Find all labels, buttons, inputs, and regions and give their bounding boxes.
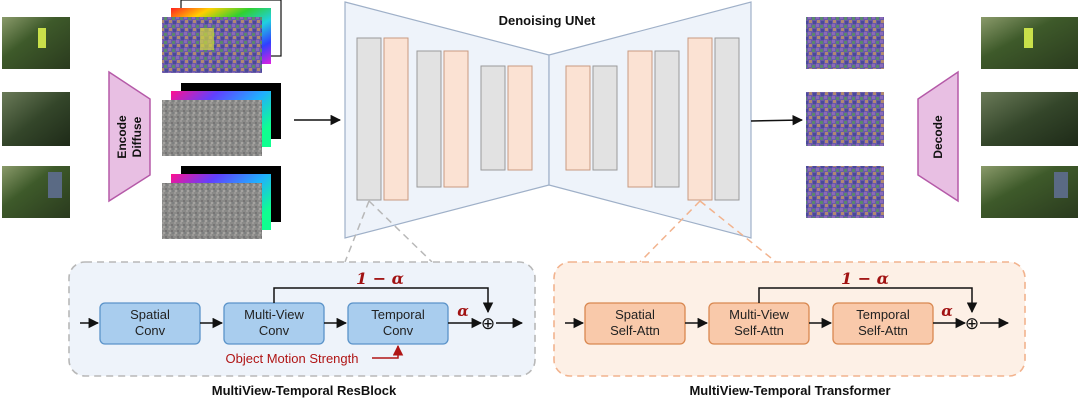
latent-stack-3 <box>162 166 281 239</box>
transformer-title: MultiView-Temporal Transformer <box>689 383 890 398</box>
input-frames <box>2 17 70 218</box>
motion-arrow <box>372 344 404 359</box>
transformer-layer <box>443 50 469 188</box>
output-frames <box>981 17 1078 218</box>
transformer-layer <box>383 37 409 201</box>
denoised-latent <box>806 17 884 69</box>
transformer-layer <box>565 65 591 171</box>
encode-label: Encode <box>115 115 129 159</box>
alpha-label: α <box>941 302 953 320</box>
latent-stack-1 <box>162 0 282 73</box>
sum-node: ⊕ <box>481 314 495 334</box>
diffuse-label: Diffuse <box>130 116 144 157</box>
spatial-conv-line2: Conv <box>135 323 166 338</box>
multiview-conv-line2: Conv <box>259 323 290 338</box>
denoising-unet: Denoising UNet <box>344 1 752 239</box>
output-frame <box>981 92 1078 146</box>
input-frame <box>2 17 70 69</box>
encode-trapezoid <box>108 70 151 203</box>
denoised-latent <box>806 92 884 146</box>
zoom-connector <box>699 200 777 263</box>
multiview-self-attn-line1: Multi-View <box>729 307 789 322</box>
skip-connection <box>758 287 978 314</box>
resblock-layer <box>592 65 618 171</box>
temporal-conv-line1: Temporal <box>371 307 425 322</box>
encode-diffuse-block: Encode Diffuse <box>108 70 151 203</box>
skip-connection <box>273 287 494 314</box>
decode-block: Decode <box>917 70 959 203</box>
decode-trapezoid <box>917 70 959 203</box>
latent-noise-frame <box>162 100 262 156</box>
zoom-connector <box>639 200 701 263</box>
zoom-connector <box>344 200 370 263</box>
unet-title: Denoising UNet <box>499 13 596 28</box>
denoised-latent <box>806 166 884 218</box>
input-frame-detail <box>38 28 46 48</box>
spatial-conv-line1: Spatial <box>130 307 170 322</box>
skip-weight-label: 1 − α <box>841 269 889 288</box>
skip-weight-label: 1 − α <box>356 269 404 288</box>
multiview-self-attn-line2: Self-Attn <box>734 323 784 338</box>
resblock-panel: Spatial Conv Multi-View Conv Temporal Co… <box>68 261 536 398</box>
transformer-layer <box>687 37 713 201</box>
resblock-layer <box>416 50 442 188</box>
latent-noise-frame <box>162 183 262 239</box>
spatial-self-attn-line2: Self-Attn <box>610 323 660 338</box>
temporal-self-attn-line1: Temporal <box>856 307 910 322</box>
resblock-layer <box>356 37 382 201</box>
multiview-conv-line1: Multi-View <box>244 307 304 322</box>
temporal-conv-line2: Conv <box>383 323 414 338</box>
resblock-layer <box>480 65 506 171</box>
zoom-connector <box>368 200 433 263</box>
output-frame-detail <box>1024 28 1033 48</box>
input-frame-detail <box>48 172 62 198</box>
transformer-layer <box>507 65 533 171</box>
resblock-title: MultiView-Temporal ResBlock <box>212 383 397 398</box>
latent-stack-2 <box>162 83 281 156</box>
output-frame-detail <box>1054 172 1068 198</box>
alpha-label: α <box>457 302 469 320</box>
sum-node: ⊕ <box>965 314 979 334</box>
resblock-layer <box>654 50 680 188</box>
spatial-self-attn-line1: Spatial <box>615 307 655 322</box>
output-arrow <box>750 114 804 126</box>
decode-label: Decode <box>931 115 945 159</box>
transformer-layer <box>627 50 653 188</box>
denoised-latents <box>806 17 884 218</box>
transformer-panel: Spatial Self-Attn Multi-View Self-Attn T… <box>553 261 1026 398</box>
temporal-self-attn-line2: Self-Attn <box>858 323 908 338</box>
input-frame <box>2 92 70 146</box>
resblock-layer <box>714 37 740 201</box>
object-motion-strength-label: Object Motion Strength <box>226 351 359 366</box>
latent-figure <box>200 28 214 50</box>
